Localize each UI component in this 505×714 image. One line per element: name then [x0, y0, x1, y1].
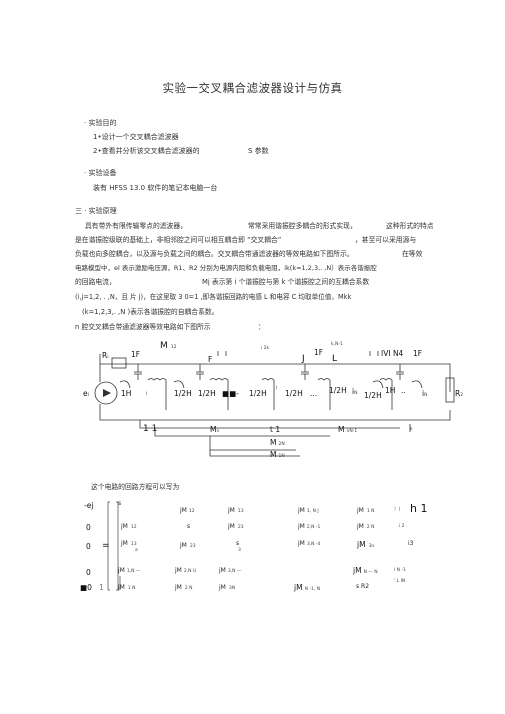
principle-line-6: (i,j=1,2, . ,N，且 片 j)，在这里取 3 0=1 ,即各谐振回路… [75, 293, 352, 301]
eq-r1-h1: h 1 [410, 502, 428, 515]
objective-item-2-suffix: S 参数 [248, 147, 269, 155]
label-il: I [146, 392, 148, 397]
eq-r3-equals: = [102, 541, 110, 551]
principle-line-5b: Mj 表示第 i 个谐振腔与第 k 个谐振腔之间的互耦合系数 [202, 278, 370, 286]
section-objective-heading: · 实验目的 [84, 119, 117, 127]
label-1f-b: 1F [314, 348, 324, 357]
principle-line-5a: 的回路电流， [75, 278, 116, 286]
eq-r1-lhs: -ej [84, 501, 94, 510]
label-r1: Rl [102, 351, 109, 360]
equation-intro: 这个电路的回路方程可以写为 [91, 483, 180, 491]
label-k: k [410, 427, 413, 432]
label-dots-b: .. [401, 386, 406, 395]
eq-r4-in1: i N -1 [394, 568, 406, 573]
eq-r1-bracket: ）| [394, 507, 401, 512]
label-t1: t 1 [270, 425, 281, 434]
eq-r3-i3: i3 [408, 540, 414, 547]
label-half-h-b: 1/2H [198, 389, 216, 398]
label-half-h-d: 1/2H [285, 389, 303, 398]
label-1h-b: 1H [385, 386, 396, 395]
label-squares: ■■- [222, 389, 239, 398]
eq-r2-i2: i 2 [399, 524, 405, 529]
label-il2: I [276, 386, 278, 391]
principle-line-2b: ，甚至可以采用源与 [355, 236, 417, 244]
principle-line-1a: 具有带外有限传输零点的滤波器， [85, 222, 187, 230]
eq-r5-sr2: s R2 [356, 583, 370, 590]
label-1-1: 1 1 [143, 424, 158, 434]
principle-line-3a: 负载也向多腔耦合，以及源与负载之间的耦合。交叉耦合带通滤波器的等效电路如下图所示… [75, 250, 354, 258]
label-in: iN [352, 387, 358, 396]
section-equipment-heading: · 实验设备 [84, 169, 117, 177]
objective-item-2: 2•查看并分析该交叉耦合滤波器的 [93, 147, 200, 155]
label-1f-c: 1F [413, 349, 423, 358]
eq-r5-lhs: ■0 [80, 583, 92, 592]
label-half-h-c: 1/2H [249, 389, 267, 398]
principle-line-8-colon: ： [258, 323, 265, 331]
principle-line-4: 电路模型中，el 表示激励电压源，R1、R2 分别为电源内阻和负载电阻，ik(k… [75, 264, 377, 272]
label-r2: R2 [455, 389, 464, 398]
label-el: el [83, 389, 89, 398]
eq-r3-lhs: 0 [86, 542, 91, 551]
principle-line-1c: 这种形式的特点 [386, 222, 434, 230]
principle-line-2a: 是在谐振腔级联的基础上，非相邻腔之间可以相互耦合即 “交叉耦合” [75, 236, 282, 244]
eq-r3-s: s [236, 540, 240, 547]
eq-r5-in: '.L IN [394, 579, 406, 584]
label-in-2: iN [422, 389, 428, 398]
label-ivi-n4: IVI N4 [381, 349, 404, 358]
label-dots-a: ... [310, 389, 318, 398]
label-half-h-e: 1/2H [329, 386, 347, 395]
label-i2k: i 2k [261, 346, 270, 351]
label-mn: Mn [210, 425, 220, 434]
eq-r5-one: 1 [99, 583, 104, 592]
eq-r2-s: s [187, 523, 191, 530]
eq-r3-m13-a: a [135, 548, 138, 553]
label-f: F [208, 355, 213, 364]
page-title: 实验一交叉耦合滤波器设计与仿真 [162, 81, 343, 95]
section-principle-heading: 三 · 实验原理 [75, 207, 117, 215]
eq-r2-lhs: 0 [86, 523, 91, 532]
label-j: J [302, 354, 305, 364]
principle-line-1b: 常常采用谐振腔多耦合的形式实现， [248, 222, 357, 230]
label-1f-a: 1F [131, 350, 141, 359]
label-1h-a: 1H [121, 389, 132, 398]
objective-item-1: 1•设计一个交叉耦合滤波器 [93, 133, 179, 141]
principle-line-8: n 腔交叉耦合带通滤波器等效电路如下图所示 [75, 323, 211, 331]
eq-r1-s: s [118, 500, 122, 507]
label-l: L [332, 354, 338, 364]
principle-line-7: (k=1,2,3,. ,N )表示各谐振腔的自耦合系数。 [82, 308, 219, 316]
label-half-h-a: 1/2H [174, 389, 192, 398]
equipment-item-1: 装有 HFSS 13.0 软件的笔记本电脑一台 [93, 184, 218, 192]
principle-line-3b: 在等效 [402, 250, 423, 258]
eq-r4-lhs: 0 [86, 568, 91, 577]
label-k-n-1: k,N-1 [331, 342, 343, 347]
label-half-h-f: 1/2H [364, 391, 382, 400]
eq-r3-s3: 3 [238, 548, 241, 553]
